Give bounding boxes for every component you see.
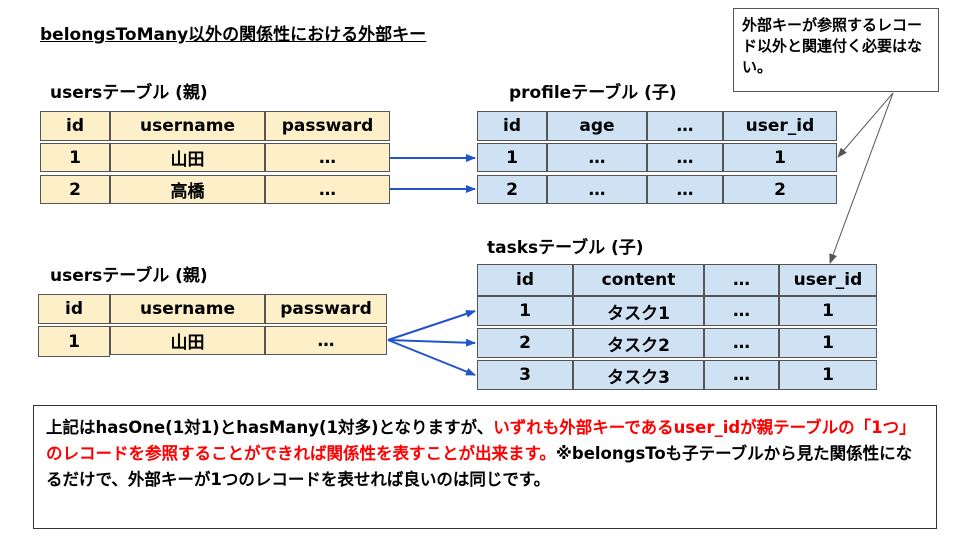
lower-child-row-2-content: タスク2 [573,328,704,358]
lower-parent-row-1-id: 1 [38,326,110,357]
lower-child-row-2-user-id: 1 [779,328,877,358]
upper-parent-row-2-passward: … [265,175,390,204]
upper-parent-header-passward: passward [265,111,390,141]
lower-child-row-3-ellipsis: … [704,360,779,390]
lower-child-row-3-content: タスク3 [573,360,704,390]
relation-arrow-lower-1 [387,310,476,341]
upper-child-header-ellipsis: … [647,111,723,141]
upper-child-row-1-ellipsis: … [647,143,723,172]
upper-parent-row-1-username: 山田 [110,143,265,172]
lower-child-row-3-user-id: 1 [779,360,877,390]
summary-box: 上記はhasOne(1対1)とhasMany(1対多)となりますが、いずれも外部… [33,405,937,529]
note-pointer-lower [829,92,894,264]
upper-child-row-1-id: 1 [477,143,547,172]
upper-parent-row-1-passward: … [265,143,390,172]
summary-text-2: ※belongsToも子テーブルから見た関係性になるだけで、外部キーが1つのレコ… [46,444,913,489]
note-pointer-upper [837,92,894,158]
lower-parent-header-passward: passward [265,294,387,324]
relation-arrow-lower-2 [387,338,476,347]
lower-parent-header-username: username [110,294,265,324]
summary-text-1: 上記はhasOne(1対1)とhasMany(1対多)となりますが、 [46,418,494,437]
lower-child-row-3-id: 3 [477,360,573,390]
upper-parent-header-id: id [40,111,110,141]
upper-child-header-age: age [547,111,647,141]
upper-child-row-1-user-id: 1 [723,143,837,172]
upper-child-header-user-id: user_id [723,111,837,141]
upper-parent-row-1-id: 1 [40,143,110,172]
upper-child-row-1-age: … [547,143,647,172]
upper-parent-row-2-id: 2 [40,175,110,204]
relation-arrow-lower-3 [387,339,476,376]
upper-parent-header-username: username [110,111,265,141]
lower-child-header-ellipsis: … [704,264,779,296]
upper-parent-row-2-username: 高橋 [110,175,265,204]
lower-child-row-1-id: 1 [477,296,573,326]
upper-child-header-id: id [477,111,547,141]
upper-child-row-2-age: … [547,175,647,204]
upper-child-row-2-ellipsis: … [647,175,723,204]
upper-child-row-2-user-id: 2 [723,175,837,204]
upper-child-table-label: profileテーブル (子) [509,83,677,103]
upper-child-row-2-id: 2 [477,175,547,204]
lower-parent-row-1-username: 山田 [110,326,265,355]
lower-parent-table-label: usersテーブル (親) [50,266,208,286]
lower-child-header-id: id [477,264,573,296]
diagram-title: belongsToMany以外の関係性における外部キー [40,25,427,45]
lower-child-row-2-ellipsis: … [704,328,779,358]
lower-child-header-user-id: user_id [779,264,877,296]
upper-parent-table-label: usersテーブル (親) [50,83,208,103]
lower-child-row-2-id: 2 [477,328,573,358]
lower-child-header-content: content [573,264,704,296]
annotation-note: 外部キーが参照するレコード以外と関連付く必要はない。 [733,8,939,92]
lower-child-row-1-user-id: 1 [779,296,877,326]
lower-child-row-1-ellipsis: … [704,296,779,326]
summary-text-highlight: いずれも外部キーであるuser_idが親テーブルの「1つ」のレコードを参照するこ… [46,418,916,463]
lower-parent-row-1-passward: … [265,326,387,355]
lower-child-row-1-content: タスク1 [573,296,704,326]
lower-child-table-label: tasksテーブル (子) [487,238,644,258]
lower-parent-header-id: id [38,294,110,324]
